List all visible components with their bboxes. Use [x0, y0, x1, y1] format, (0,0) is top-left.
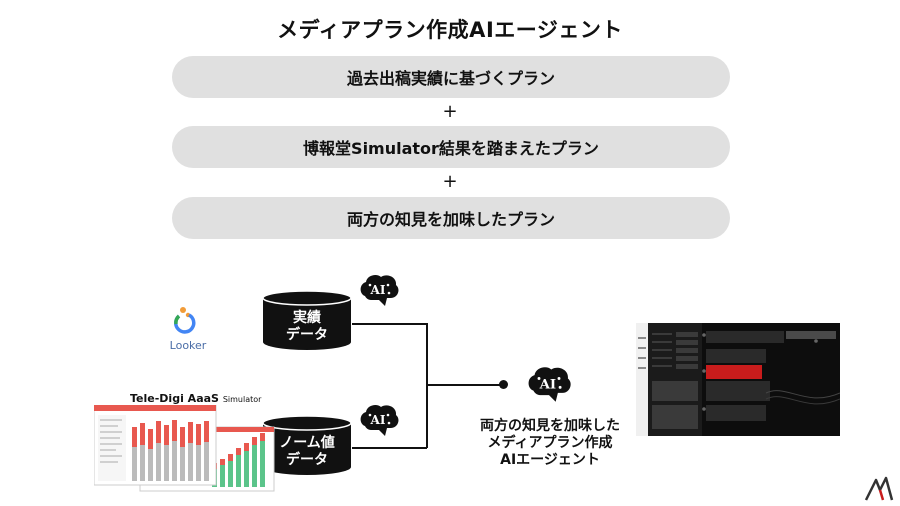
database-norm-label-1: ノーム値: [279, 435, 335, 451]
ai-brain-icon: AI: [357, 402, 401, 438]
looker-logo-icon: [174, 307, 196, 334]
connector-norm: [352, 447, 427, 449]
database-actual-label-2: データ: [286, 327, 328, 343]
agent-caption-line-2: メディアプラン作成: [487, 435, 613, 451]
simulator-screenshot: [93, 404, 276, 493]
ai-agent-brain-icon: AI: [524, 364, 574, 404]
agent-caption: 両方の知見を加味した メディアプラン作成 AIエージェント: [440, 418, 660, 469]
ai-text: AI: [370, 413, 386, 427]
database-norm: ノーム値 データ: [262, 415, 352, 477]
database-norm-label-2: データ: [286, 452, 328, 468]
database-icon: [262, 290, 352, 350]
simulator-suffix: Simulator: [222, 395, 262, 404]
plan-past-results: 過去出稿実績に基づくプラン: [172, 56, 730, 98]
page-title: メディアプラン作成AIエージェント: [277, 18, 623, 42]
agent-caption-line-1: 両方の知見を加味した: [480, 418, 620, 434]
plus-sign-1: +: [442, 101, 458, 122]
ai-text: AI: [539, 376, 557, 392]
connector-to-agent: [426, 384, 503, 386]
agent-caption-line-3: AIエージェント: [500, 452, 600, 468]
agent-app-screenshot: [636, 323, 841, 436]
looker-logo: Looker: [168, 306, 208, 354]
publisher-logo-icon: [864, 474, 894, 502]
database-actual: 実績 データ: [262, 290, 352, 352]
database-icon: [262, 415, 352, 475]
simulator-title: Tele-Digi AaaS Simulator: [130, 392, 280, 405]
junction-dot: [499, 380, 508, 389]
simulator-name: Tele-Digi AaaS: [130, 392, 219, 405]
ai-text: AI: [370, 283, 386, 297]
database-actual-label-1: 実績: [293, 310, 321, 326]
looker-label: Looker: [169, 339, 207, 352]
ai-brain-icon: AI: [357, 272, 401, 308]
connector-actual: [352, 323, 427, 325]
plus-sign-2: +: [442, 171, 458, 192]
plan-simulator: 博報堂Simulator結果を踏まえたプラン: [172, 126, 730, 168]
plan-combined: 両方の知見を加味したプラン: [172, 197, 730, 239]
connector-vertical: [426, 323, 428, 448]
